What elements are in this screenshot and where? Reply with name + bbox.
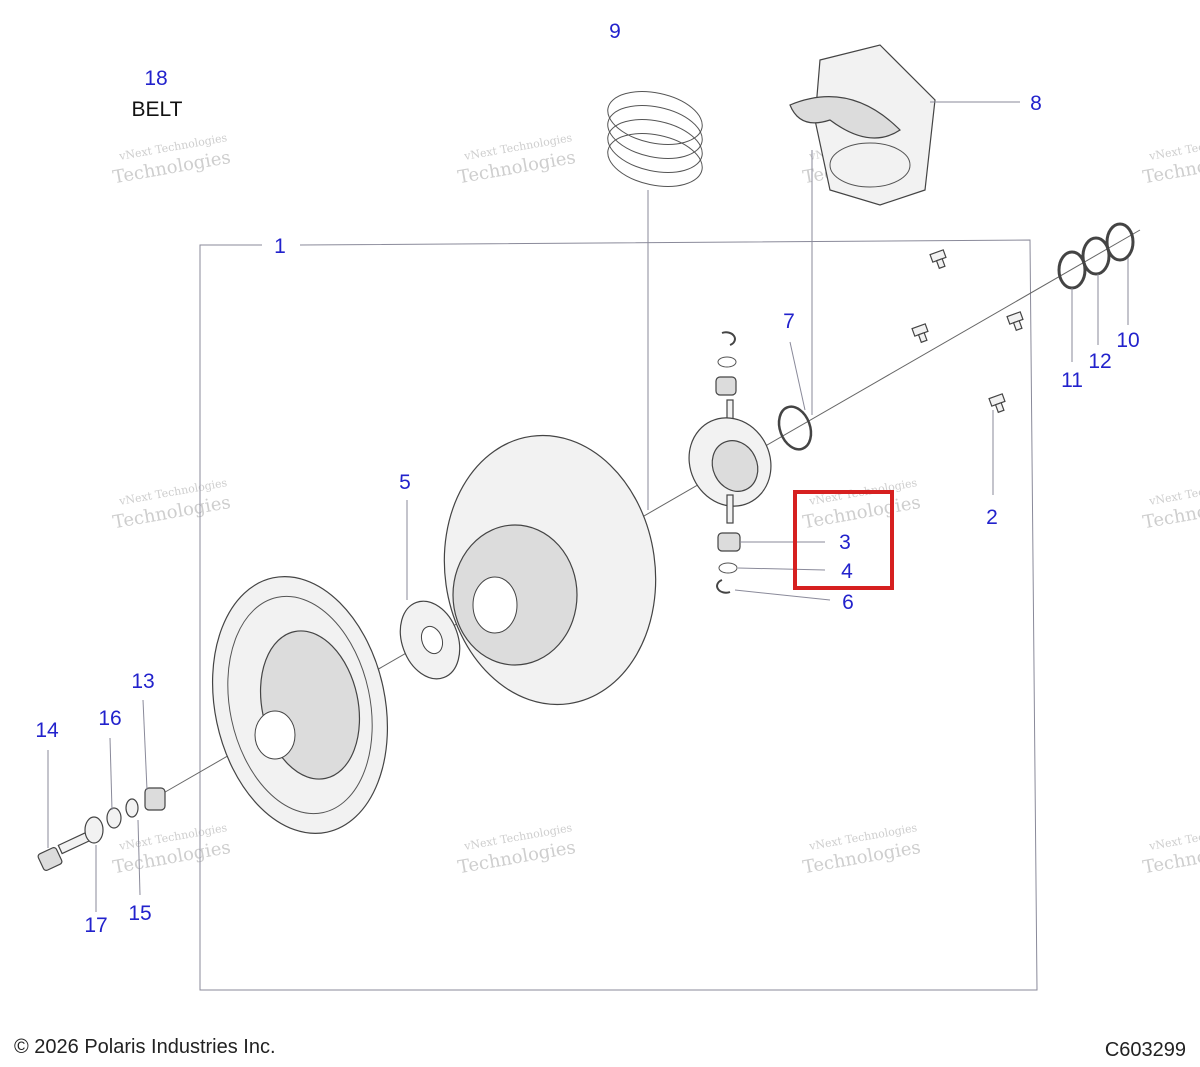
callout-13: 13 xyxy=(131,670,154,693)
retaining-ring-part xyxy=(777,341,813,451)
assembly-box xyxy=(199,239,1038,991)
callout-7: 7 xyxy=(783,310,795,333)
shim-rings-part xyxy=(1057,222,1135,362)
callout-labels: 1 2 3 4 5 6 7 8 9 10 11 12 13 14 15 16 1… xyxy=(35,20,1139,937)
callout-11: 11 xyxy=(1061,369,1083,392)
washer-part xyxy=(399,500,461,680)
callout-15: 15 xyxy=(128,902,151,925)
spring-part xyxy=(607,91,703,510)
screws-part xyxy=(911,249,1024,495)
callout-14: 14 xyxy=(35,719,59,742)
callout-18: 18 xyxy=(144,67,167,90)
callout-12: 12 xyxy=(1088,350,1111,373)
belt-label: BELT xyxy=(132,98,183,121)
bolt-stack-part xyxy=(37,699,166,912)
cam-housing-part xyxy=(789,44,1020,415)
callout-10: 10 xyxy=(1116,329,1139,352)
callout-2: 2 xyxy=(986,506,998,529)
callout-4: 4 xyxy=(841,560,853,583)
fixed-sheave-part xyxy=(211,576,389,834)
callout-5: 5 xyxy=(399,471,411,494)
spider-hub-part xyxy=(688,331,831,601)
callout-8: 8 xyxy=(1030,92,1042,115)
callout-1: 1 xyxy=(274,235,286,258)
callout-16: 16 xyxy=(98,707,121,730)
callout-6: 6 xyxy=(842,591,854,614)
moveable-sheave-part xyxy=(443,434,657,706)
callout-3: 3 xyxy=(839,531,851,554)
callout-9: 9 xyxy=(609,20,621,43)
highlight-box xyxy=(793,490,894,590)
copyright-text: © 2026 Polaris Industries Inc. xyxy=(14,1036,276,1058)
diagram-code: C603299 xyxy=(1104,1039,1186,1061)
callout-17: 17 xyxy=(84,914,107,937)
